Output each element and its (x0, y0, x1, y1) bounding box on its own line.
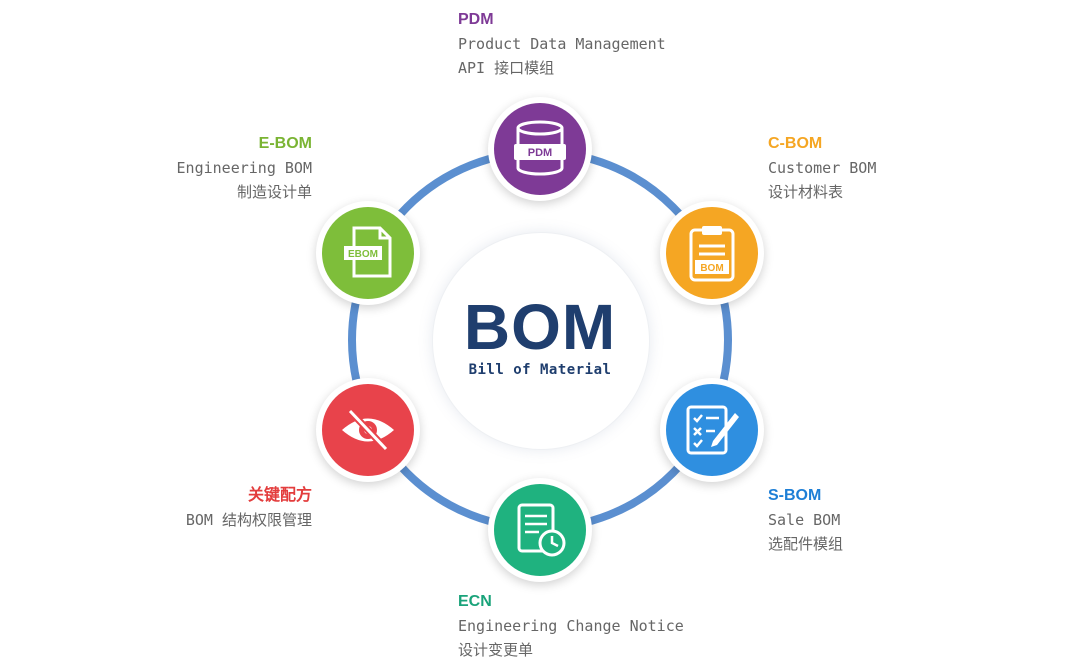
label-ebom: E-BOM Engineering BOM 制造设计单 (112, 132, 312, 204)
label-ecn-line1: Engineering Change Notice (458, 617, 684, 635)
label-cbom-line1: Customer BOM (768, 159, 877, 177)
node-key-recipe (316, 378, 420, 482)
label-pdm-line2: API 接口模组 (458, 59, 555, 77)
clipboard-icon: BOM (689, 226, 735, 282)
node-ebom: EBOM (316, 201, 420, 305)
label-ebom-line1: Engineering BOM (176, 159, 312, 177)
label-pdm-line1: Product Data Management (458, 35, 666, 53)
label-cbom-head: C-BOM (768, 135, 823, 152)
label-ecn: ECN Engineering Change Notice 设计变更单 (458, 590, 684, 662)
label-ecn-line2: 设计变更单 (458, 641, 534, 659)
center-title: BOM (463, 291, 617, 363)
label-ecn-head: ECN (458, 593, 492, 610)
checklist-edit-icon (686, 405, 739, 455)
ebom-icon-label: EBOM (348, 249, 378, 260)
document-clock-icon (517, 503, 566, 557)
database-icon-label: PDM (528, 147, 552, 159)
node-cbom-fill: BOM (666, 207, 758, 299)
ebom-file-icon: EBOM (344, 226, 392, 278)
label-sbom-line1: Sale BOM (768, 511, 841, 529)
eye-off-icon (342, 408, 394, 452)
database-icon: PDM (514, 120, 566, 176)
node-ebom-fill: EBOM (322, 207, 414, 299)
node-ecn-fill (494, 484, 586, 576)
center-subtitle: Bill of Material (468, 362, 612, 378)
label-sbom: S-BOM Sale BOM 选配件模组 (768, 484, 843, 556)
label-ebom-line2: 制造设计单 (236, 183, 312, 201)
label-sbom-line2: 选配件模组 (768, 535, 844, 553)
node-sbom (660, 378, 764, 482)
label-key-recipe-line1: BOM 结构权限管理 (185, 511, 312, 529)
label-sbom-head: S-BOM (768, 487, 822, 504)
label-cbom-line2: 设计材料表 (768, 183, 844, 201)
node-key-recipe-fill (322, 384, 414, 476)
label-key-recipe-head: 关键配方 (247, 487, 312, 504)
label-key-recipe: 关键配方 BOM 结构权限管理 (112, 484, 312, 532)
node-pdm: PDM (488, 97, 592, 201)
node-pdm-fill: PDM (494, 103, 586, 195)
node-sbom-fill (666, 384, 758, 476)
center-circle (432, 232, 650, 450)
label-ebom-head: E-BOM (258, 135, 312, 152)
label-pdm-head: PDM (458, 11, 494, 28)
node-ecn (488, 478, 592, 582)
clipboard-icon-label: BOM (700, 263, 723, 274)
label-cbom: C-BOM Customer BOM 设计材料表 (768, 132, 876, 204)
label-pdm: PDM Product Data Management API 接口模组 (458, 8, 666, 80)
node-cbom: BOM (660, 201, 764, 305)
